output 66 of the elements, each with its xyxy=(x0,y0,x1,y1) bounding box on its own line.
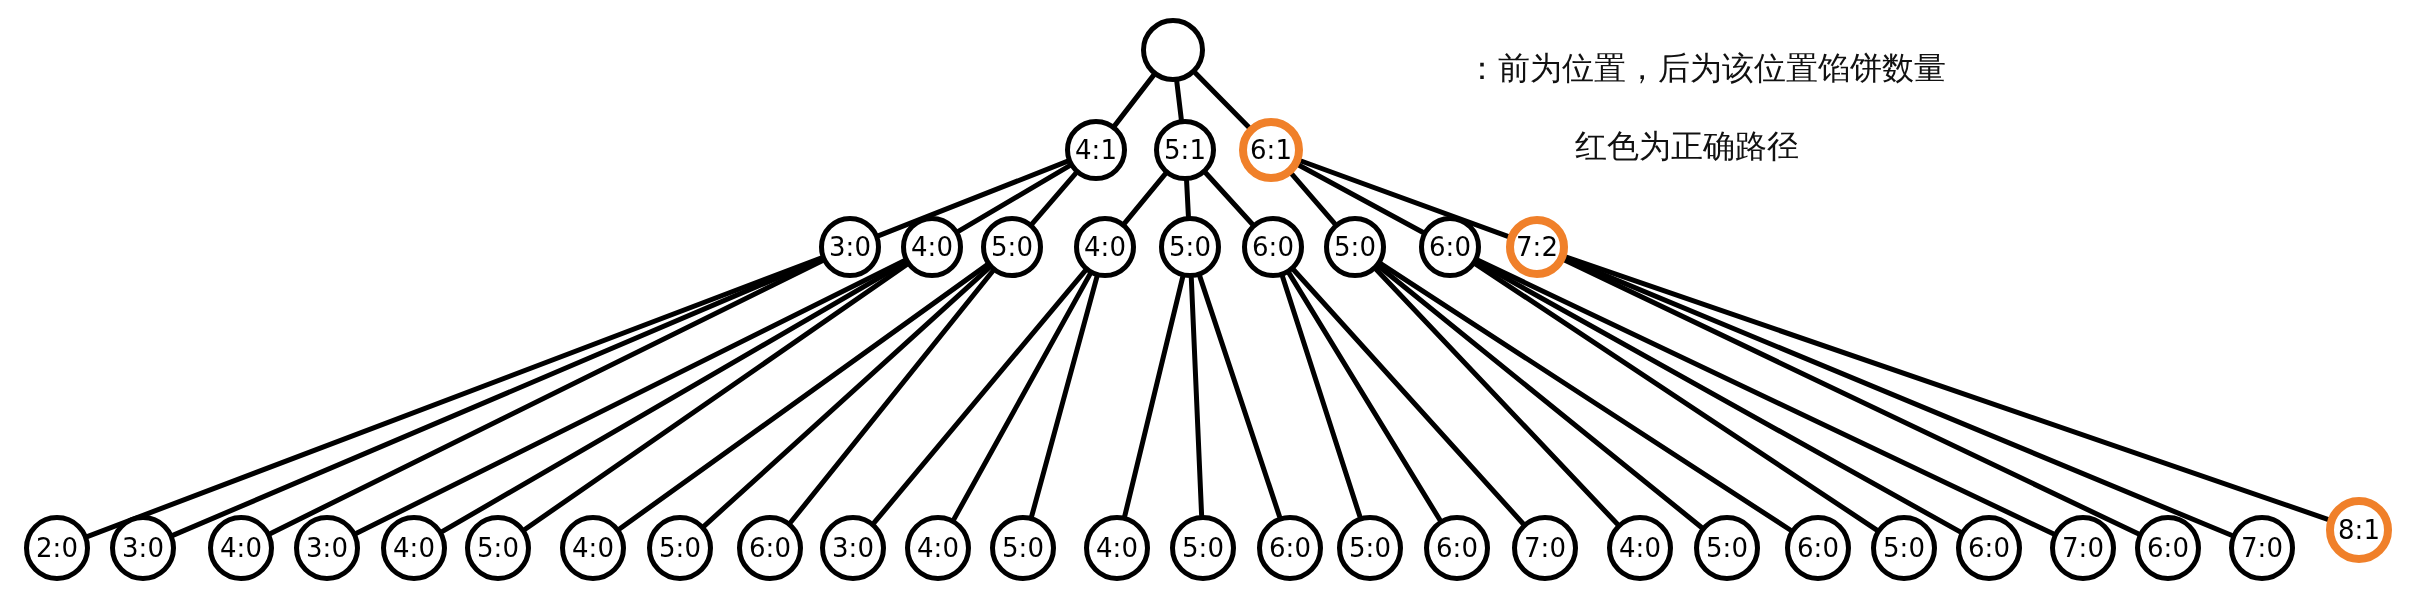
connector-line xyxy=(1029,170,1079,227)
connector-line xyxy=(617,262,990,532)
tree-node: 4:0 xyxy=(1074,216,1136,278)
connector-line xyxy=(871,268,1088,526)
connector-line xyxy=(1291,267,1526,526)
tree-node: 5:0 xyxy=(1159,216,1221,278)
tree-node: 4:1 xyxy=(1065,119,1127,181)
connector-line xyxy=(522,262,909,532)
tree-node: 4:0 xyxy=(208,515,274,581)
tree-node: 5:0 xyxy=(981,216,1043,278)
tree-node: 2:0 xyxy=(24,515,90,581)
connector-line xyxy=(1112,72,1156,128)
tree-node: 5:0 xyxy=(1337,515,1403,581)
tree-node: 3:0 xyxy=(294,515,360,581)
tree-node: 5:0 xyxy=(990,515,1056,581)
tree-node: 7:0 xyxy=(2229,515,2295,581)
connector-line xyxy=(1378,261,1793,533)
tree-node: 3:0 xyxy=(820,515,886,581)
tree-node: 6:0 xyxy=(2135,515,2201,581)
connector-line xyxy=(1373,267,1620,527)
tree-node: 4:0 xyxy=(1084,515,1150,581)
connector-line xyxy=(1192,70,1252,130)
tree-node: 5:0 xyxy=(1694,515,1760,581)
tree-node: 4:0 xyxy=(905,515,971,581)
tree-node: 6:0 xyxy=(1257,515,1323,581)
tree-node: 6:0 xyxy=(1424,515,1490,581)
empty-circle xyxy=(1141,18,1205,82)
connector-line xyxy=(788,268,996,525)
tree-node: 7:0 xyxy=(1512,515,1578,581)
note-text: ：前为位置，后为该位置馅饼数量 xyxy=(1466,49,1946,88)
connector-line xyxy=(1376,264,1704,530)
connector-line xyxy=(701,265,992,529)
tree-node: 5:1 xyxy=(1154,119,1216,181)
tree-node: 5:0 xyxy=(1170,515,1236,581)
tree-node: 3:0 xyxy=(110,515,176,581)
tree-node: 4:0 xyxy=(560,515,626,581)
tree-node: 6:0 xyxy=(737,515,803,581)
connector-line xyxy=(1203,170,1255,227)
connector-line xyxy=(268,258,825,536)
tree-node: 6:0 xyxy=(1956,515,2022,581)
tree-node: 6:1 xyxy=(1239,118,1303,182)
connector-line xyxy=(1174,79,1184,122)
connector-line xyxy=(1286,270,1443,523)
connector-line xyxy=(1289,171,1338,227)
tree-node: 4:0 xyxy=(901,216,963,278)
connector-line xyxy=(956,163,1072,234)
tree-node: 7:2 xyxy=(1506,216,1568,278)
connector-line xyxy=(951,271,1093,522)
tree-node: 3:0 xyxy=(819,216,881,278)
tree-node: 5:0 xyxy=(1871,515,1937,581)
connector-line xyxy=(1122,171,1168,226)
note-text: 红色为正确路径 xyxy=(1575,127,1799,166)
connector-line xyxy=(876,158,1070,239)
tree-node: 6:0 xyxy=(1242,216,1304,278)
tree-node: 6:0 xyxy=(1419,216,1481,278)
tree-node: 7:0 xyxy=(2050,515,2116,581)
tree-node: 5:0 xyxy=(1324,216,1386,278)
tree-node: 5:0 xyxy=(647,515,713,581)
connector-line xyxy=(1296,162,1426,235)
tree-node: 5:0 xyxy=(465,515,531,581)
tree-node: 4:0 xyxy=(1607,515,1673,581)
tree-node: 6:0 xyxy=(1785,515,1851,581)
connector-line xyxy=(1029,274,1100,519)
tree-node: 4:0 xyxy=(381,515,447,581)
tree-node: 8:1 xyxy=(2326,497,2392,563)
connector-line xyxy=(1280,274,1363,520)
